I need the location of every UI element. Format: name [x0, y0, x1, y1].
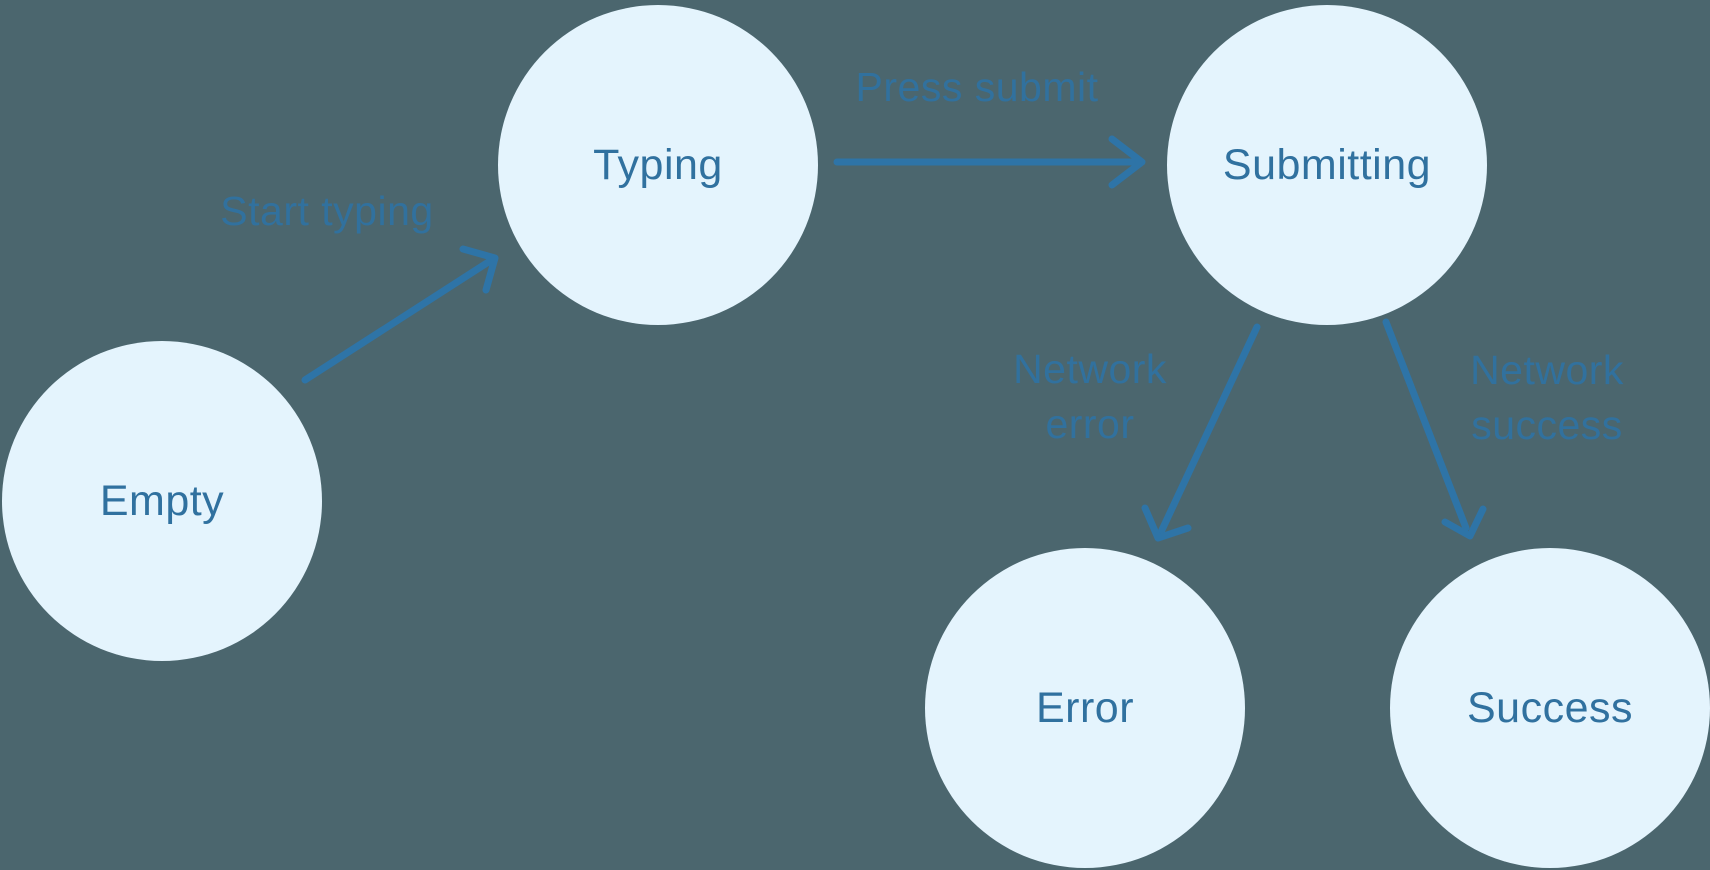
arrow-head-icon [1108, 135, 1146, 189]
transition-arrow-empty-typing [301, 245, 499, 384]
transition-arrow-submitting-error [1141, 323, 1261, 542]
transition-label-network-success: Network success [1470, 347, 1624, 448]
arrow-line [1382, 318, 1470, 532]
state-typing: Typing [498, 5, 818, 325]
arrow-line [1157, 323, 1261, 536]
state-label: Typing [593, 140, 723, 189]
state-submitting: Submitting [1167, 5, 1487, 325]
arrow-head-icon [1441, 505, 1487, 540]
state-error: Error [925, 548, 1245, 868]
state-empty: Empty [2, 341, 322, 661]
transition-arrow-submitting-success [1382, 318, 1487, 540]
state-label: Success [1466, 683, 1633, 732]
arrow-line [301, 257, 494, 384]
state-label: Error [1035, 683, 1135, 732]
transition-label-network-error: Network error [1013, 346, 1167, 447]
state-label: Empty [99, 476, 225, 525]
arrow-head-icon [459, 245, 499, 294]
transition-label-start-typing: Start typing [220, 188, 434, 234]
state-label: Submitting [1222, 140, 1432, 189]
transition-label-press-submit: Press submit [855, 64, 1099, 110]
transition-arrow-typing-submitting [833, 135, 1146, 189]
state-success: Success [1390, 548, 1710, 868]
arrow-head-icon [1141, 504, 1192, 542]
